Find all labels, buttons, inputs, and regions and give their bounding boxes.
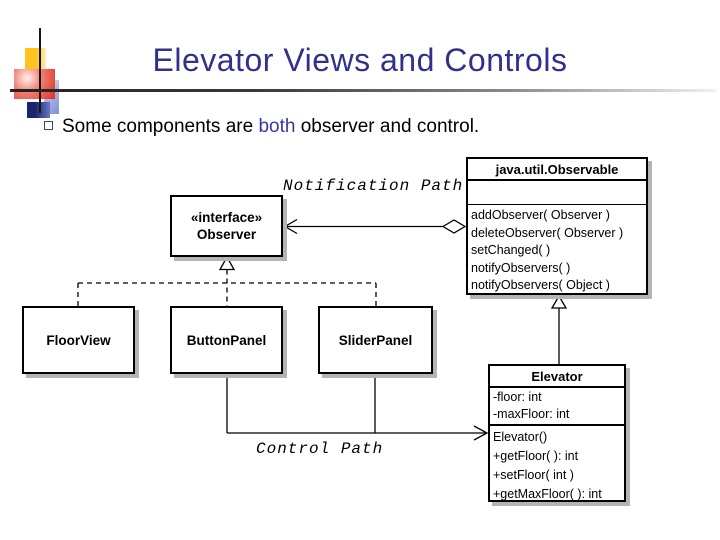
class-title-floorview: FloorView — [46, 332, 111, 348]
class-attributes-observable-empty — [468, 181, 646, 205]
class-box-observer: «interface» Observer — [170, 195, 283, 257]
method-item: +getFloor( ): int — [493, 449, 579, 463]
class-box-elevator: Elevator -floor: int -maxFloor: int Elev… — [488, 364, 626, 502]
open-arrowhead-elevator-icon — [473, 425, 489, 441]
slide-title: Elevator Views and Controls — [152, 42, 568, 78]
title-divider-line — [10, 89, 716, 92]
method-item: Elevator() — [493, 430, 548, 444]
method-item: +setFloor( int ) — [493, 468, 574, 482]
method-item: deleteObserver( Observer ) — [471, 225, 624, 240]
control-path-label: Control Path — [256, 440, 384, 458]
bullet-line: Some components are both observer and co… — [44, 116, 479, 138]
realization-triangle-icon — [218, 255, 236, 271]
generalization-triangle-icon — [550, 294, 568, 309]
attribute-item: -floor: int — [493, 390, 542, 404]
class-attributes-elevator: -floor: int -maxFloor: int — [490, 388, 624, 426]
aggregation-diamond-icon — [441, 219, 467, 234]
class-methods-elevator: Elevator() +getFloor( ): int +setFloor( … — [490, 426, 624, 506]
class-methods-observable: addObserver( Observer ) deleteObserver( … — [468, 205, 646, 297]
method-item: notifyObservers( ) — [471, 260, 571, 275]
class-box-buttonpanel: ButtonPanel — [170, 306, 283, 374]
method-item: addObserver( Observer ) — [471, 208, 610, 222]
method-item: +getMaxFloor( ): int — [493, 487, 602, 501]
method-item: setChanged( ) — [471, 243, 551, 258]
attribute-item: -maxFloor: int — [493, 407, 570, 421]
class-title-observable: java.util.Observable — [468, 159, 646, 181]
logo-vertical-line — [39, 28, 41, 113]
bullet-square-icon — [44, 121, 53, 130]
class-title-buttonpanel: ButtonPanel — [186, 332, 267, 348]
bullet-text-post: observer and control. — [295, 116, 480, 137]
class-box-observable: java.util.Observable addObserver( Observ… — [466, 157, 648, 295]
class-title-sliderpanel: SliderPanel — [338, 332, 413, 348]
class-box-sliderpanel: SliderPanel — [318, 306, 433, 374]
observer-stereotype: «interface» — [190, 210, 263, 225]
logo-navy-square — [27, 102, 50, 118]
bullet-text-highlight: both — [258, 116, 296, 137]
open-arrowhead-observer-icon — [283, 218, 298, 235]
logo-red-square — [14, 69, 55, 99]
class-title-observer: «interface» Observer — [172, 197, 281, 255]
observer-title-lines: «interface» Observer — [191, 209, 262, 243]
class-title-elevator: Elevator — [490, 366, 624, 388]
class-box-floorview: FloorView — [22, 306, 135, 374]
bullet-text-pre: Some components are — [62, 116, 259, 137]
notification-path-label: Notification Path — [283, 177, 464, 195]
method-item: notifyObservers( Object ) — [471, 278, 610, 293]
observer-name: Observer — [196, 227, 257, 242]
